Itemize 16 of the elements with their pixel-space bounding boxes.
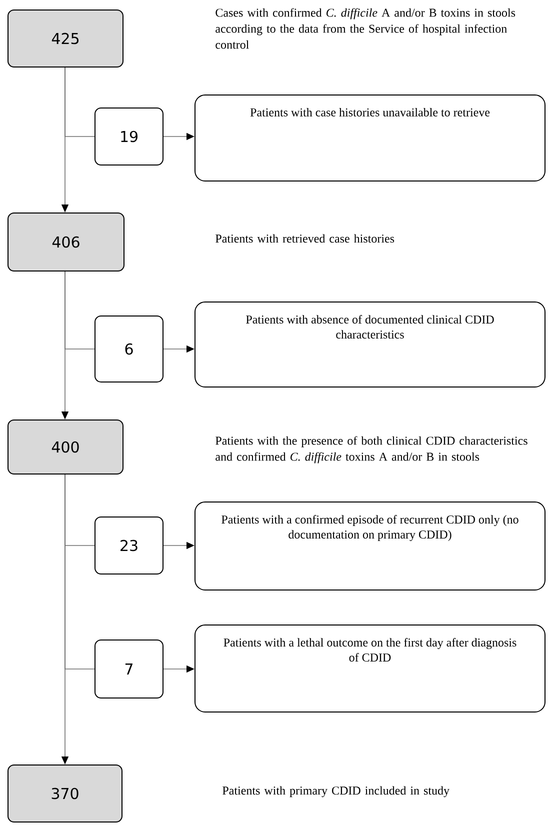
exclusion-box: Patients with a lethal outcome on the first day after diagnosis of CDID	[194, 624, 546, 712]
count-box: 23	[94, 516, 164, 574]
description-text: Cases with confirmed C. difficile A and/or B toxins in stools according to the data from the Service of hospital infection control	[216, 8, 516, 49]
count-box: 370	[8, 764, 122, 822]
description-text: Patients with retrieved case histories	[216, 234, 394, 243]
count-box: 7	[94, 640, 164, 698]
exclusion-box: Patients with a confirmed episode of recurrent CDID only (no documentation on primary CDID)	[194, 502, 546, 590]
description-text: Patients with primary CDID included in study	[222, 786, 450, 798]
exclusion-box: Patients with absence of documented clinical CDID characteristics	[194, 302, 546, 388]
count-box: 19	[94, 108, 164, 166]
count-box: 425	[8, 10, 124, 68]
count-box: 406	[8, 212, 124, 272]
description-text: Patients with the presence of both clinical CDID characteristics and confirmed C. difficile toxins A and/or B in stools	[216, 436, 528, 464]
count-box: 6	[94, 316, 164, 382]
count-box: 400	[8, 420, 124, 474]
exclusion-box: Patients with case histories unavailable to retrieve	[194, 94, 546, 182]
